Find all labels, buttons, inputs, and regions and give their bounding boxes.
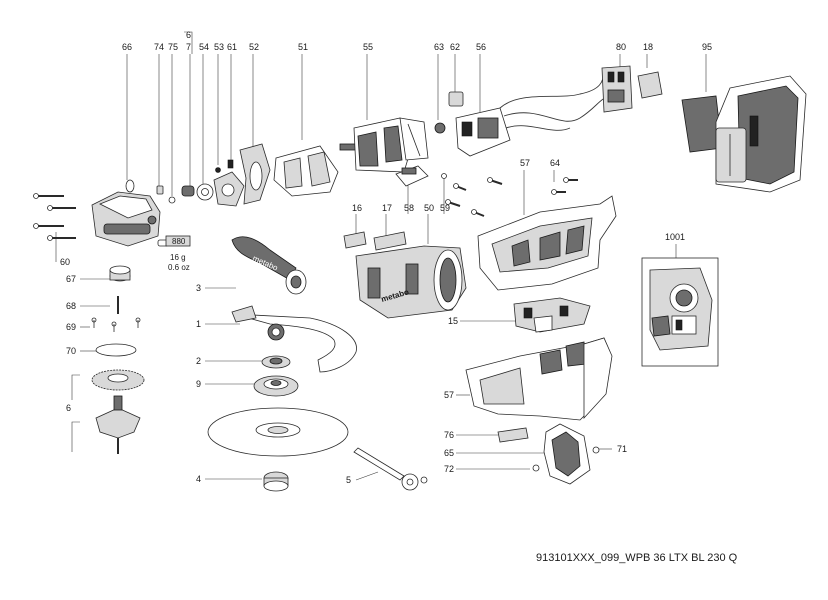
strips-16-17 bbox=[343, 231, 407, 251]
label-15: 15 bbox=[448, 316, 458, 326]
screws-59-64 bbox=[441, 173, 578, 217]
label-1001: 1001 bbox=[665, 232, 685, 242]
label-69: 69 bbox=[66, 322, 76, 332]
label-61: 61 bbox=[227, 42, 237, 52]
grease-tube-880: 880 16 g 0.6 oz bbox=[157, 235, 191, 272]
label-59: 59 bbox=[440, 203, 450, 213]
label-57-bottom: 57 bbox=[444, 390, 454, 400]
document-code: 913101XXX_099_WPB 36 LTX BL 230 Q bbox=[536, 552, 738, 564]
label-57-top: 57 bbox=[520, 158, 530, 168]
label-56: 56 bbox=[476, 42, 486, 52]
label-7-top: 7 bbox=[186, 42, 191, 52]
label-4: 4 bbox=[196, 474, 201, 484]
label-76 bbox=[497, 427, 529, 443]
label-6-left: 6 bbox=[66, 403, 71, 413]
side-handle-3: metabo bbox=[231, 236, 307, 295]
grinding-disc bbox=[207, 407, 349, 457]
battery-pack-95 bbox=[681, 75, 807, 193]
label-9: 9 bbox=[196, 379, 201, 389]
spanner-5 bbox=[353, 447, 428, 491]
label-3: 3 bbox=[196, 283, 201, 293]
label-50: 50 bbox=[424, 203, 434, 213]
label-53: 53 bbox=[214, 42, 224, 52]
gear-stack-left bbox=[91, 265, 145, 454]
motor-housing-50: metabo bbox=[355, 245, 467, 319]
label-76: 76 bbox=[444, 430, 454, 440]
part-labels: 66 74 75 6 7 54 53 61 52 51 55 63 62 56 … bbox=[60, 30, 712, 485]
label-60: 60 bbox=[60, 257, 70, 267]
rear-housing-57-top bbox=[477, 195, 617, 291]
label-2: 2 bbox=[196, 356, 201, 366]
grease-code: 880 bbox=[172, 237, 186, 246]
label-1: 1 bbox=[196, 319, 201, 329]
label-16: 16 bbox=[352, 203, 362, 213]
leader-lines bbox=[55, 31, 707, 481]
screws-72-71 bbox=[532, 446, 600, 472]
battery-terminal-80 bbox=[601, 65, 633, 113]
brush-cover-58 bbox=[395, 165, 429, 187]
label-65: 65 bbox=[444, 448, 454, 458]
grease-weight-oz: 0.6 oz bbox=[168, 263, 190, 272]
label-70: 70 bbox=[66, 346, 76, 356]
cover-65 bbox=[543, 423, 591, 485]
electronics-56 bbox=[434, 69, 611, 157]
wheel-guard-1 bbox=[231, 305, 357, 373]
flange-2 bbox=[261, 355, 291, 369]
label-54: 54 bbox=[199, 42, 209, 52]
label-72: 72 bbox=[444, 464, 454, 474]
rear-housing-57-bottom bbox=[465, 337, 613, 421]
label-71: 71 bbox=[617, 444, 627, 454]
nut-4 bbox=[263, 471, 289, 492]
label-17: 17 bbox=[382, 203, 392, 213]
label-68: 68 bbox=[66, 301, 76, 311]
gear-head-housing-66 bbox=[91, 179, 161, 247]
label-18: 18 bbox=[643, 42, 653, 52]
label-51: 51 bbox=[298, 42, 308, 52]
grease-weight-g: 16 g bbox=[170, 253, 186, 262]
screws-60 bbox=[33, 193, 76, 241]
label-58: 58 bbox=[404, 203, 414, 213]
label-6-top: 6 bbox=[186, 30, 191, 40]
label-52: 52 bbox=[249, 42, 259, 52]
label-80: 80 bbox=[616, 42, 626, 52]
label-63: 63 bbox=[434, 42, 444, 52]
label-67: 67 bbox=[66, 274, 76, 284]
motor-stator-55 bbox=[339, 117, 429, 173]
label-55: 55 bbox=[363, 42, 373, 52]
label-95: 95 bbox=[702, 42, 712, 52]
spindle-small-parts bbox=[156, 143, 271, 207]
label-66: 66 bbox=[122, 42, 132, 52]
label-sticker-18 bbox=[637, 71, 663, 99]
fan-baffle-51 bbox=[273, 145, 339, 197]
label-64: 64 bbox=[550, 158, 560, 168]
label-5: 5 bbox=[346, 475, 351, 485]
label-74: 74 bbox=[154, 42, 164, 52]
label-75: 75 bbox=[168, 42, 178, 52]
switch-module-15 bbox=[513, 297, 591, 333]
label-62: 62 bbox=[450, 42, 460, 52]
clamp-nut-9 bbox=[253, 375, 299, 397]
detail-box-1001 bbox=[641, 244, 719, 367]
